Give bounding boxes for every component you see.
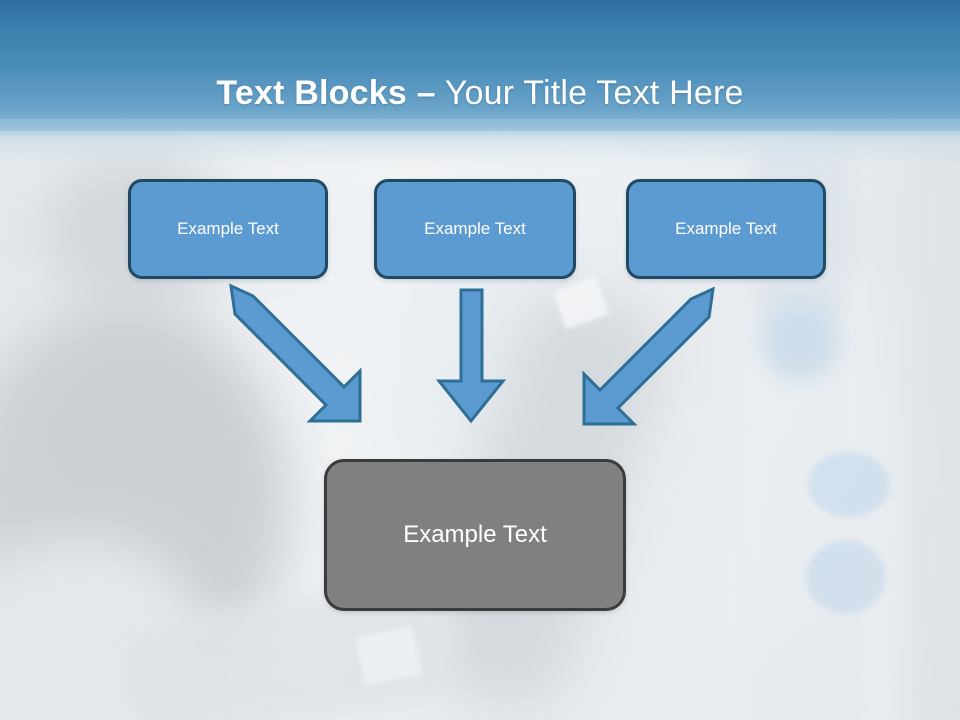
photo-circle-lower xyxy=(806,540,886,614)
header-band xyxy=(0,0,960,131)
photo-blur-shape xyxy=(905,120,960,720)
result-text-block-label: Example Text xyxy=(403,521,547,548)
header-fade xyxy=(0,119,960,165)
text-block-3[interactable]: Example Text xyxy=(626,179,826,279)
page-title: Text Blocks – Your Title Text Here xyxy=(0,72,960,114)
text-block-2-label: Example Text xyxy=(424,219,526,238)
photo-blur-shape xyxy=(760,300,840,380)
text-block-2[interactable]: Example Text xyxy=(374,179,576,279)
photo-circle-upper xyxy=(808,452,890,517)
page-title-rest: Your Title Text Here xyxy=(435,73,744,112)
page-title-strong: Text Blocks – xyxy=(216,73,436,112)
text-block-3-label: Example Text xyxy=(675,219,777,238)
text-block-1-label: Example Text xyxy=(177,219,279,238)
text-block-1[interactable]: Example Text xyxy=(128,179,328,279)
result-text-block[interactable]: Example Text xyxy=(324,459,626,611)
